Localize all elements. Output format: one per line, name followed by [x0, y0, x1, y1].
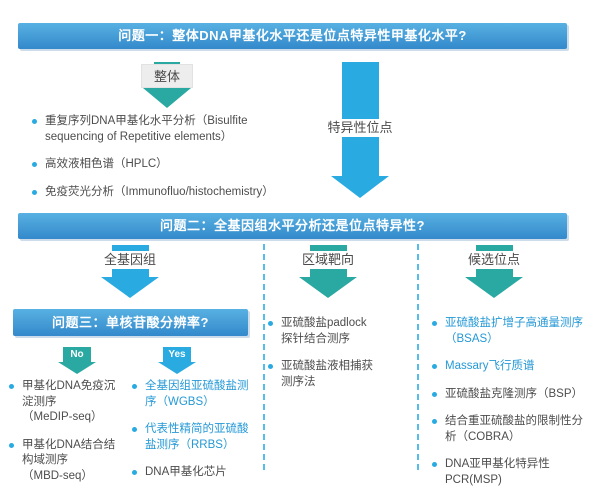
- yes-methods-list: 全基因组亚硫酸盐测 序（WGBS） 代表性精简的亚硫酸 盐测序（RRBS） DN…: [130, 379, 262, 493]
- method-text: 亚硫酸盐padlock 探针结合测序: [281, 317, 367, 345]
- method-text: 全基因组亚硫酸盐测 序（WGBS）: [145, 380, 249, 408]
- bullet-icon: [268, 321, 273, 326]
- method-item: 高效液相色谱（HPLC）: [30, 157, 320, 173]
- banner-question-2: 问题二：全基因组水平分析还是位点特异性?: [18, 213, 567, 239]
- method-text: DNA甲基化芯片: [145, 466, 227, 479]
- method-item: DNA亚甲基化特异性 PCR(MSP): [430, 457, 600, 488]
- yes-arrow-label: Yes: [163, 347, 191, 362]
- method-item: 亚硫酸盐扩增子高通量测序 （BSAS）: [430, 316, 600, 347]
- method-item: 亚硫酸盐padlock 探针结合测序: [266, 316, 408, 347]
- bullet-icon: [132, 470, 137, 476]
- bullet-icon: [432, 364, 437, 370]
- no-arrow-head-icon: [58, 362, 96, 374]
- bullet-icon: [132, 427, 137, 433]
- method-text: 甲基化DNA结合结 构域测序 （MBD-seq）: [22, 438, 116, 482]
- overall-arrow-head-icon: [143, 88, 191, 108]
- method-text: 代表性精简的亚硫酸 盐测序（RRBS）: [145, 423, 249, 451]
- method-item: 亚硫酸盐克隆测序（BSP）: [430, 387, 600, 403]
- method-text: Massary飞行质谱: [445, 360, 535, 373]
- method-item: 结合重亚硫酸盐的限制性分 析（COBRA）: [430, 414, 600, 445]
- bullet-icon: [432, 391, 437, 397]
- yes-arrow-head-icon: [158, 362, 196, 374]
- candidate-methods-list: 亚硫酸盐扩增子高通量测序 （BSAS） Massary飞行质谱 亚硫酸盐克隆测序…: [430, 316, 600, 500]
- overall-methods-list: 重复序列DNA甲基化水平分析（Bisulfite sequencing of R…: [30, 114, 320, 212]
- bullet-icon: [32, 162, 37, 168]
- bullet-icon: [132, 384, 137, 389]
- method-text: 高效液相色谱（HPLC）: [45, 158, 168, 171]
- method-item: 甲基化DNA免疫沉 淀测序 （MeDIP-seq）: [7, 379, 137, 426]
- bullet-icon: [432, 321, 437, 326]
- method-text: 免疫荧光分析（Immunofluo/histochemistry）: [45, 185, 274, 198]
- method-text: 结合重亚硫酸盐的限制性分 析（COBRA）: [445, 415, 583, 443]
- method-item: 亚硫酸盐液相捕获 测序法: [266, 359, 408, 390]
- method-text: 亚硫酸盐扩增子高通量测序 （BSAS）: [445, 317, 583, 345]
- method-text: 亚硫酸盐克隆测序（BSP）: [445, 387, 584, 400]
- method-item: 代表性精简的亚硫酸 盐测序（RRBS）: [130, 422, 262, 453]
- bullet-icon: [432, 419, 437, 425]
- bullet-icon: [32, 189, 37, 195]
- method-item: 甲基化DNA结合结 构域测序 （MBD-seq）: [7, 438, 137, 485]
- column-divider-right: [417, 244, 419, 470]
- method-item: 全基因组亚硫酸盐测 序（WGBS）: [130, 379, 262, 410]
- method-item: DNA甲基化芯片: [130, 465, 262, 481]
- overall-arrow-label: 整体: [141, 64, 193, 88]
- candidate-site-arrow-label: 候选位点: [464, 251, 524, 269]
- bullet-icon: [268, 364, 273, 370]
- bullet-icon: [432, 462, 437, 468]
- banner-question-3: 问题三：单核苷酸分辨率?: [13, 309, 248, 336]
- bullet-icon: [32, 119, 37, 124]
- method-item: Massary飞行质谱: [430, 359, 600, 375]
- no-methods-list: 甲基化DNA免疫沉 淀测序 （MeDIP-seq） 甲基化DNA结合结 构域测序…: [7, 379, 137, 496]
- method-item: 重复序列DNA甲基化水平分析（Bisulfite sequencing of R…: [30, 114, 320, 145]
- genome-wide-arrow-head-icon: [101, 277, 159, 298]
- genome-wide-arrow-label: 全基因组: [100, 251, 160, 269]
- method-text: DNA亚甲基化特异性 PCR(MSP): [445, 458, 550, 486]
- method-text: 甲基化DNA免疫沉 淀测序 （MeDIP-seq）: [22, 380, 116, 424]
- column-divider-left: [263, 244, 265, 470]
- region-methods-list: 亚硫酸盐padlock 探针结合测序 亚硫酸盐液相捕获 测序法: [266, 316, 408, 402]
- no-arrow-label: No: [63, 347, 91, 362]
- site-specific-arrow-label: 特异性位点: [322, 119, 398, 137]
- region-targeted-arrow-head-icon: [299, 277, 357, 298]
- bullet-icon: [9, 442, 14, 448]
- candidate-site-arrow-head-icon: [465, 277, 523, 298]
- method-text: 重复序列DNA甲基化水平分析（Bisulfite sequencing of R…: [45, 115, 248, 143]
- method-item: 免疫荧光分析（Immunofluo/histochemistry）: [30, 185, 320, 201]
- region-targeted-arrow-label: 区域靶向: [298, 251, 358, 269]
- bullet-icon: [9, 384, 14, 389]
- method-text: 亚硫酸盐液相捕获 测序法: [281, 360, 373, 388]
- banner-question-1: 问题一：整体DNA甲基化水平还是位点特异性甲基化水平?: [18, 23, 567, 49]
- site-specific-arrow-head-icon: [331, 176, 389, 198]
